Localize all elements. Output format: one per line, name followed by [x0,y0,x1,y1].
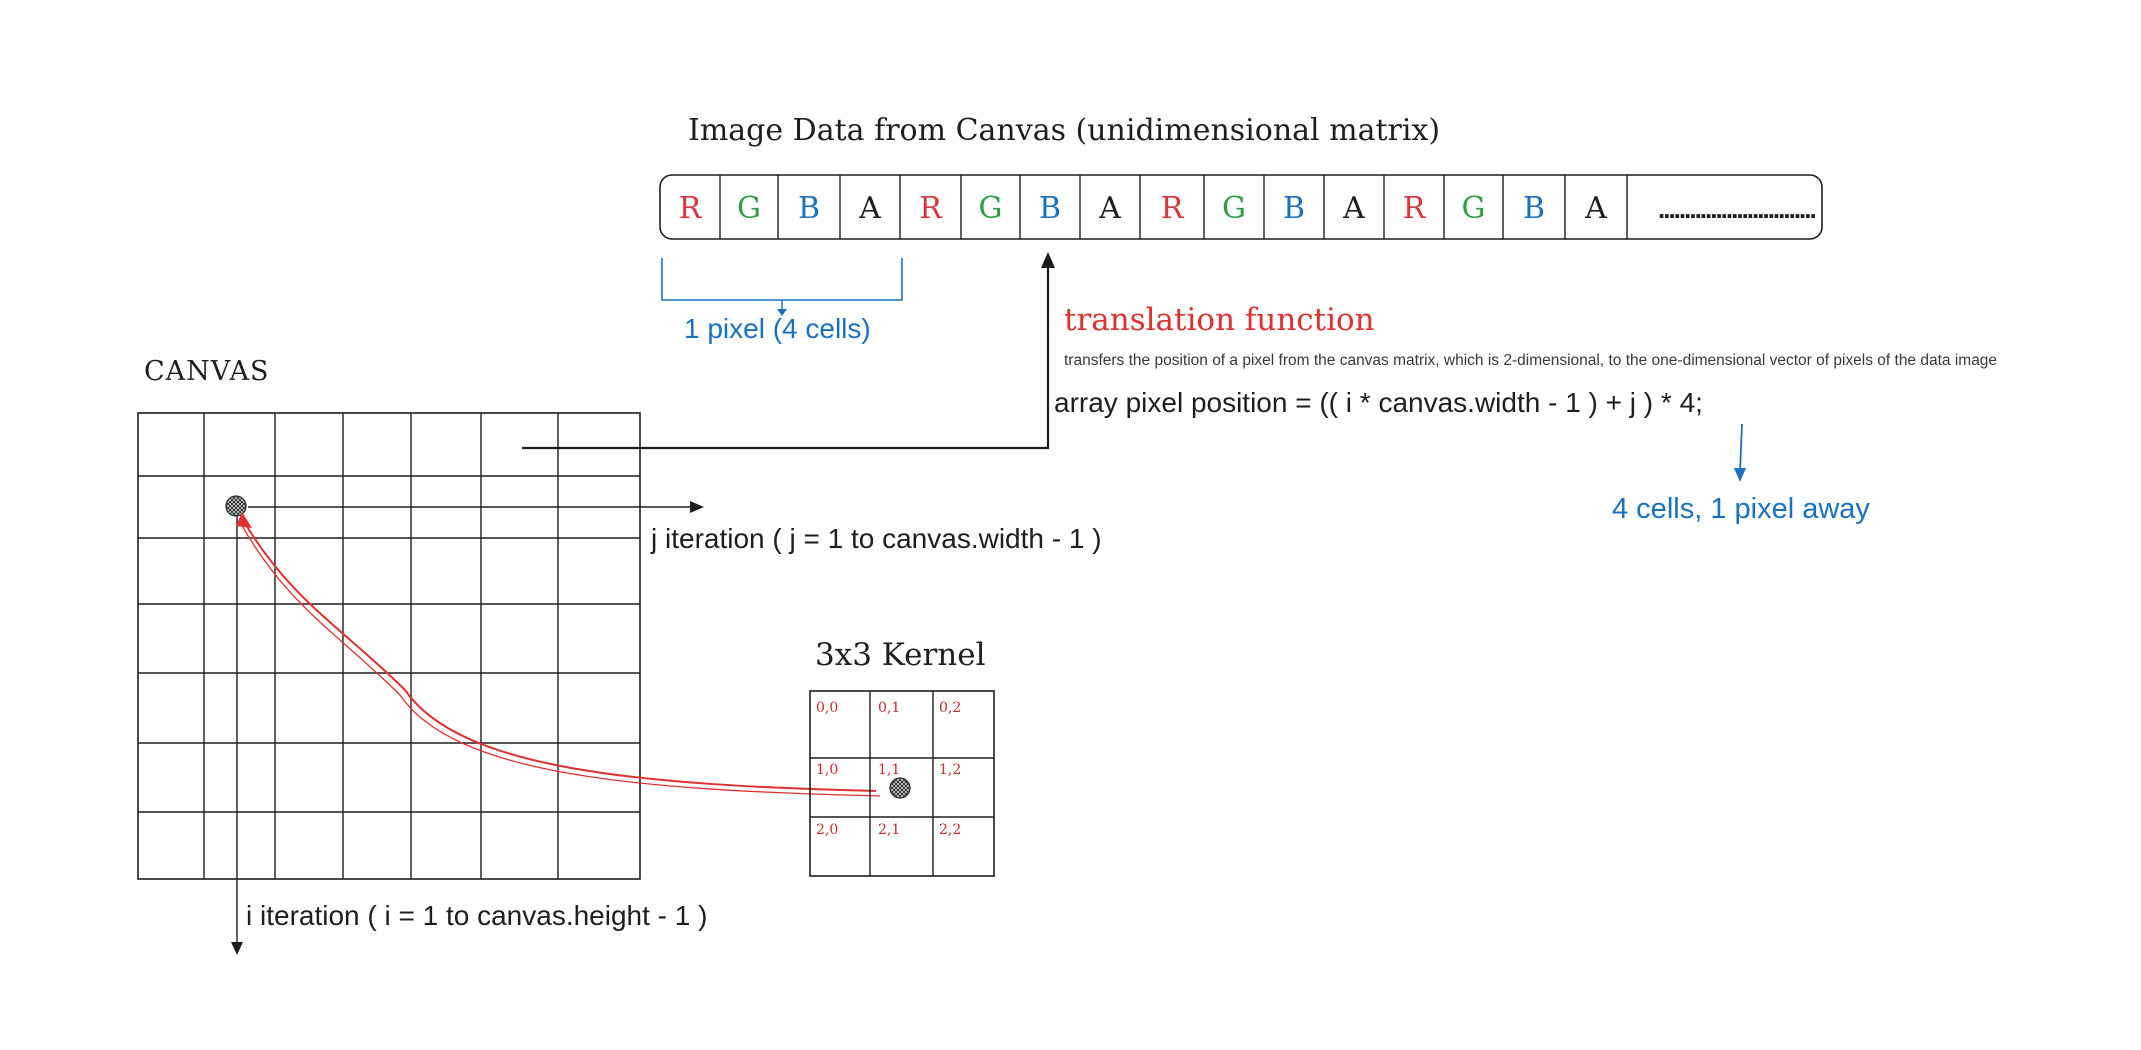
rgba-cell-g: G [1462,191,1486,226]
pixel-bracket [661,258,903,316]
four-cells-label: 4 cells, 1 pixel away [1612,493,1870,525]
translation-title: translation function [1064,302,1375,338]
canvas-label: CANVAS [144,356,269,387]
rgba-cell-g: G [979,191,1003,226]
canvas-current-pixel [225,495,247,517]
rgba-cell-b: B [798,191,820,226]
formula-text: array pixel position = (( i * canvas.wid… [1054,387,1703,418]
kernel-title: 3x3 Kernel [815,637,986,673]
canvas-frame [137,412,641,880]
j-iteration-label: j iteration ( j = 1 to canvas.width - 1 … [650,523,1102,554]
rgba-cell-a: A [1584,191,1607,226]
rgba-cell-r: R [919,191,943,226]
kernel-cell-label: 1,0 [816,762,838,778]
rgba-cell-b: B [1283,191,1305,226]
four-cells-arrow [1734,423,1746,482]
rgba-cell-a: A [1342,191,1365,226]
i-iteration-label: i iteration ( i = 1 to canvas.height - 1… [246,900,707,931]
kernel-mapping-arrow [236,512,881,797]
kernel-cell-label: 1,2 [939,762,961,778]
kernel-cell-label: 1,1 [878,762,900,778]
j-iteration-arrow [248,501,704,513]
array-ellipsis: .............................. [1658,194,1815,224]
rgba-cell-g: G [1222,191,1246,226]
rgba-cell-a: A [858,191,881,226]
i-iteration-arrow [231,510,243,955]
rgba-cell-g: G [737,191,761,226]
kernel-cell-label: 0,1 [878,700,900,716]
kernel-cell-label: 2,0 [816,822,838,838]
translation-arrow [522,252,1055,450]
kernel-cell-label: 2,2 [939,822,961,838]
rgba-cell-r: R [1403,191,1427,226]
rgba-cell-r: R [679,191,703,226]
kernel-cell-label: 0,2 [939,700,961,716]
rgba-cell-b: B [1039,191,1061,226]
rgba-cell-a: A [1098,191,1121,226]
image-data-title: Image Data from Canvas (unidimensional m… [688,113,1440,148]
kernel-cell-label: 2,1 [878,822,900,838]
rgba-cell-r: R [1161,191,1185,226]
rgba-cell-b: B [1523,191,1545,226]
kernel-grid: 0,0 0,1 0,2 1,0 1,1 1,2 2,0 2,1 2,2 [809,690,995,877]
kernel-frame [809,690,995,877]
rgba-array-frame [659,174,1823,240]
pixel-label: 1 pixel (4 cells) [684,313,871,344]
translation-description: transfers the position of a pixel from t… [1064,352,1997,369]
canvas-grid [137,412,641,880]
kernel-cell-label: 0,0 [816,700,838,716]
kernel-center-pixel [889,777,911,799]
